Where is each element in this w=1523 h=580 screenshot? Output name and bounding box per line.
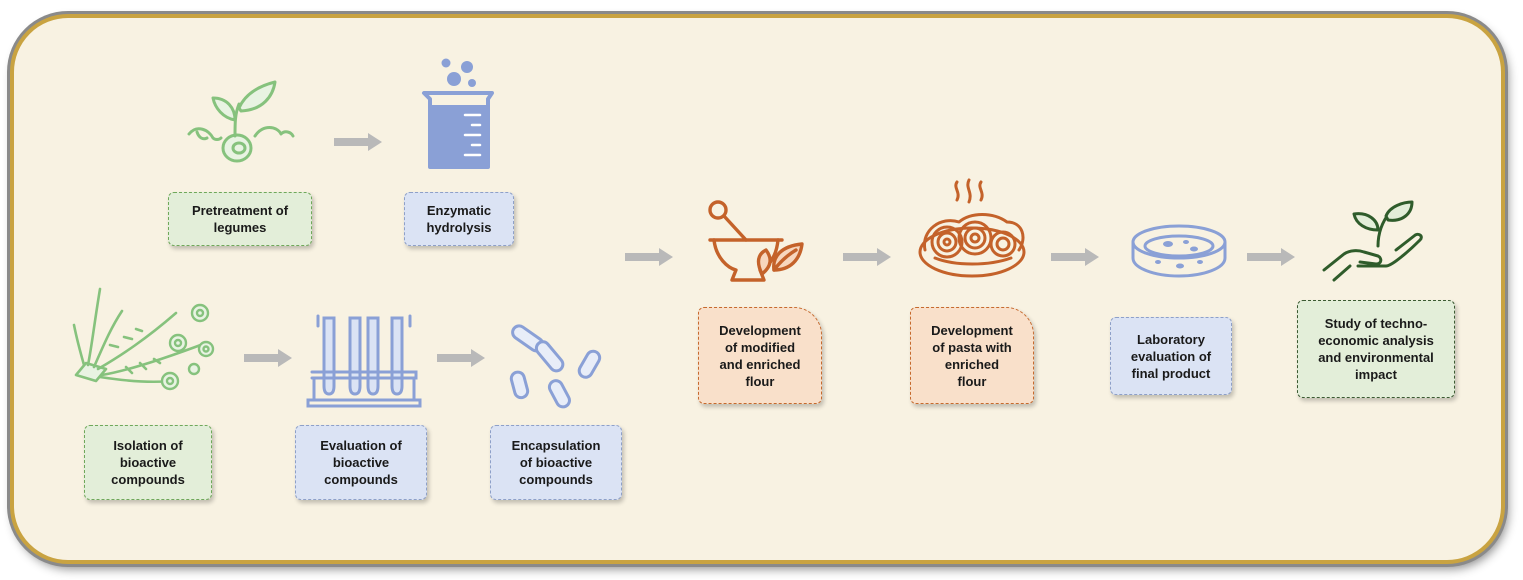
capsules-icon [509,324,602,409]
arrow-flour-to-pasta [843,248,891,266]
arrow-evaluation-to-encapsulation [437,349,485,367]
test-tubes-rack-icon [306,314,422,408]
pretreatment-label: Pretreatment of legumes [191,203,289,235]
pretreatment-box: Pretreatment of legumes [168,192,312,246]
mortar-pestle-icon [708,200,804,282]
lab-label: Laboratory evaluation of final product [1130,331,1212,381]
flour-label: Development of modified and enriched flo… [719,322,801,389]
pasta-box: Development of pasta with enriched flour [910,307,1034,404]
arrow-pretreatment-to-hydrolysis [334,133,382,151]
isolation-box: Isolation of bioactive compounds [84,425,212,500]
pasta-label: Development of pasta with enriched flour [931,322,1013,389]
arrow-lab-to-study [1247,248,1295,266]
hand-plant-icon [1322,200,1423,282]
lab-box: Laboratory evaluation of final product [1110,317,1232,395]
hydrolysis-box: Enzymatic hydrolysis [404,192,514,246]
arrow-pasta-to-lab [1051,248,1099,266]
pasta-plate-icon [918,178,1026,278]
study-label: Study of techno- economic analysis and e… [1318,316,1434,382]
encapsulation-box: Encapsulation of bioactive compounds [490,425,622,500]
hydrolysis-label: Enzymatic hydrolysis [426,203,492,235]
arrow-isolation-to-evaluation [244,349,292,367]
encapsulation-label: Encapsulation of bioactive compounds [511,438,601,487]
isolation-label: Isolation of bioactive compounds [111,438,185,487]
evaluation-label: Evaluation of bioactive compounds [320,438,402,487]
arrow-to-flour [625,248,673,266]
study-box: Study of techno- economic analysis and e… [1297,300,1455,398]
flour-box: Development of modified and enriched flo… [698,307,822,404]
plant-flowers-icon [72,287,215,391]
sprouting-seed-icon [187,80,295,163]
petri-dish-icon [1131,224,1227,278]
beaker-icon [422,58,494,169]
evaluation-box: Evaluation of bioactive compounds [295,425,427,500]
